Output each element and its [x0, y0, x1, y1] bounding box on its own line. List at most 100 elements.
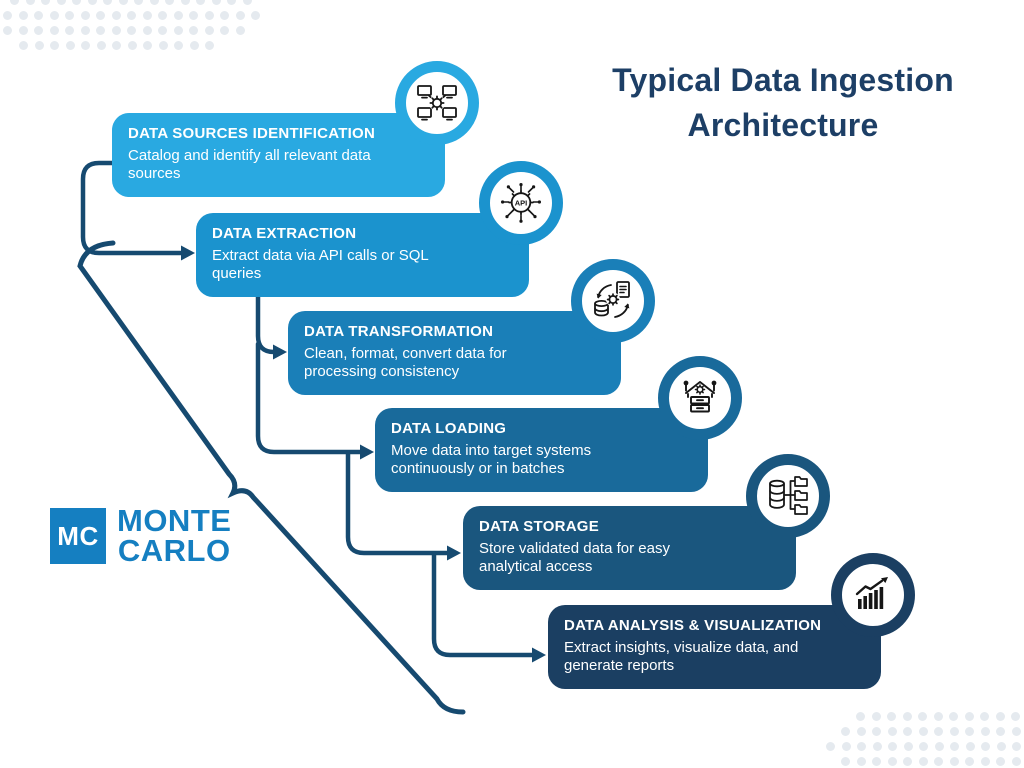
- brace-line: [77, 240, 466, 715]
- decor-dot: [1011, 727, 1021, 736]
- page-title: Typical Data Ingestion Architecture: [548, 58, 1018, 149]
- decor-dot: [887, 712, 896, 721]
- decor-dot: [996, 757, 1005, 766]
- decor-dot: [149, 0, 159, 5]
- connector-step4-step5: [345, 450, 450, 556]
- step-card-3: DATA TRANSFORMATION Clean, format, conve…: [288, 259, 655, 395]
- decor-dot: [18, 26, 28, 35]
- step-description: Extract data via API calls or SQL querie…: [212, 247, 429, 282]
- data-warehouse-icon: [683, 380, 717, 413]
- step-description: Store validated data for easy analytical…: [479, 540, 670, 575]
- decor-dot: [980, 757, 990, 766]
- step-icon-circle: [395, 61, 479, 145]
- decor-dot: [111, 26, 121, 35]
- step-icon-circle: [571, 259, 655, 343]
- step-description: Catalog and identify all relevant data s…: [128, 147, 371, 182]
- decor-dot: [189, 41, 199, 50]
- logo-badge: MC: [50, 508, 106, 565]
- decor-dot: [174, 41, 183, 50]
- decor-dot: [65, 26, 74, 35]
- connector-step5-step6: [431, 551, 535, 658]
- connector-step1-step2: [80, 160, 184, 256]
- decor-dot: [826, 742, 835, 751]
- decor-dot: [856, 757, 866, 766]
- decor-dot: [80, 26, 90, 35]
- decor-dot: [964, 712, 974, 721]
- step-card-1: DATA SOURCES IDENTIFICATION Catalog and …: [112, 61, 479, 197]
- step-title: DATA SOURCES IDENTIFICATION: [128, 125, 376, 142]
- decor-dot: [118, 0, 128, 5]
- decor-dot: [56, 0, 66, 5]
- decor-dot: [888, 742, 897, 751]
- decor-dot: [72, 0, 81, 5]
- decor-dot: [1011, 757, 1021, 766]
- decor-dot: [49, 11, 59, 20]
- step-title: DATA LOADING: [391, 420, 507, 437]
- decor-dot: [857, 742, 866, 751]
- decor-dot: [980, 712, 989, 721]
- decor-dot: [950, 742, 959, 751]
- step-description: Move data into target systems continuous…: [391, 442, 592, 477]
- decor-dot: [872, 757, 881, 766]
- decor-dot: [242, 0, 252, 5]
- step-icon-circle: [658, 356, 742, 440]
- decor-dot: [34, 11, 43, 20]
- step-card-4: DATA LOADING Move data into target syste…: [375, 356, 742, 492]
- decor-dot: [196, 0, 205, 5]
- step-icon-circle: [746, 454, 830, 538]
- decor-dot: [220, 11, 229, 20]
- step-title: DATA EXTRACTION: [212, 225, 357, 242]
- decor-dot: [65, 11, 74, 20]
- decor-dot: [856, 712, 865, 721]
- decor-dot: [41, 0, 50, 5]
- decor-dot: [173, 11, 183, 20]
- decor-dot: [143, 41, 152, 50]
- arrowhead-step2: [181, 245, 195, 261]
- decor-dot: [189, 26, 198, 35]
- decor-dot: [841, 757, 850, 766]
- decor-dot: [918, 727, 928, 736]
- decor-dot: [165, 0, 174, 5]
- decor-dot: [204, 26, 214, 35]
- page-title-line-1: Typical Data Ingestion: [612, 62, 954, 98]
- decor-dot: [949, 727, 959, 736]
- decor-dot: [996, 742, 1006, 751]
- decor-dot: [841, 727, 850, 736]
- decor-dot: [158, 41, 168, 50]
- step-icon-circle: [831, 553, 915, 637]
- step-title: DATA ANALYSIS & VISUALIZATION: [564, 617, 822, 634]
- decor-dot: [205, 41, 214, 50]
- decor-dot: [103, 0, 112, 5]
- arrowhead-step3: [273, 344, 287, 360]
- decor-dot: [934, 727, 943, 736]
- decor-dot: [887, 727, 897, 736]
- decor-dot: [158, 26, 167, 35]
- decor-dot: [903, 757, 912, 766]
- page-title-line-2: Architecture: [687, 107, 879, 144]
- logo-wordmark-line-2: CARLO: [117, 533, 231, 569]
- decor-dot: [34, 26, 43, 35]
- decor-dot: [871, 712, 881, 721]
- decor-dot: [235, 11, 245, 20]
- decor-dot: [127, 11, 136, 20]
- decor-dot: [918, 712, 927, 721]
- step-description: Extract insights, visualize data, and ge…: [564, 639, 799, 674]
- decor-dot: [934, 757, 943, 766]
- database-folders-icon: [769, 476, 808, 515]
- decor-dot: [1011, 712, 1020, 721]
- decor-dot: [127, 26, 136, 35]
- decor-dot: [96, 11, 105, 20]
- decor-dot: [211, 0, 221, 5]
- arrowhead-step4: [360, 444, 374, 460]
- step-card-6: DATA ANALYSIS & VISUALIZATION Extract in…: [548, 553, 915, 689]
- decor-dot: [18, 11, 28, 20]
- decor-dot: [903, 727, 912, 736]
- decor-dot: [965, 757, 974, 766]
- decor-dot: [127, 41, 137, 50]
- decor-dot: [965, 727, 974, 736]
- api-gear-icon: API: [501, 183, 541, 223]
- step-card-5: DATA STORAGE Store validated data for ea…: [463, 454, 830, 590]
- decor-dot: [204, 11, 214, 20]
- decor-dot: [235, 26, 245, 35]
- decor-dot: [949, 712, 958, 721]
